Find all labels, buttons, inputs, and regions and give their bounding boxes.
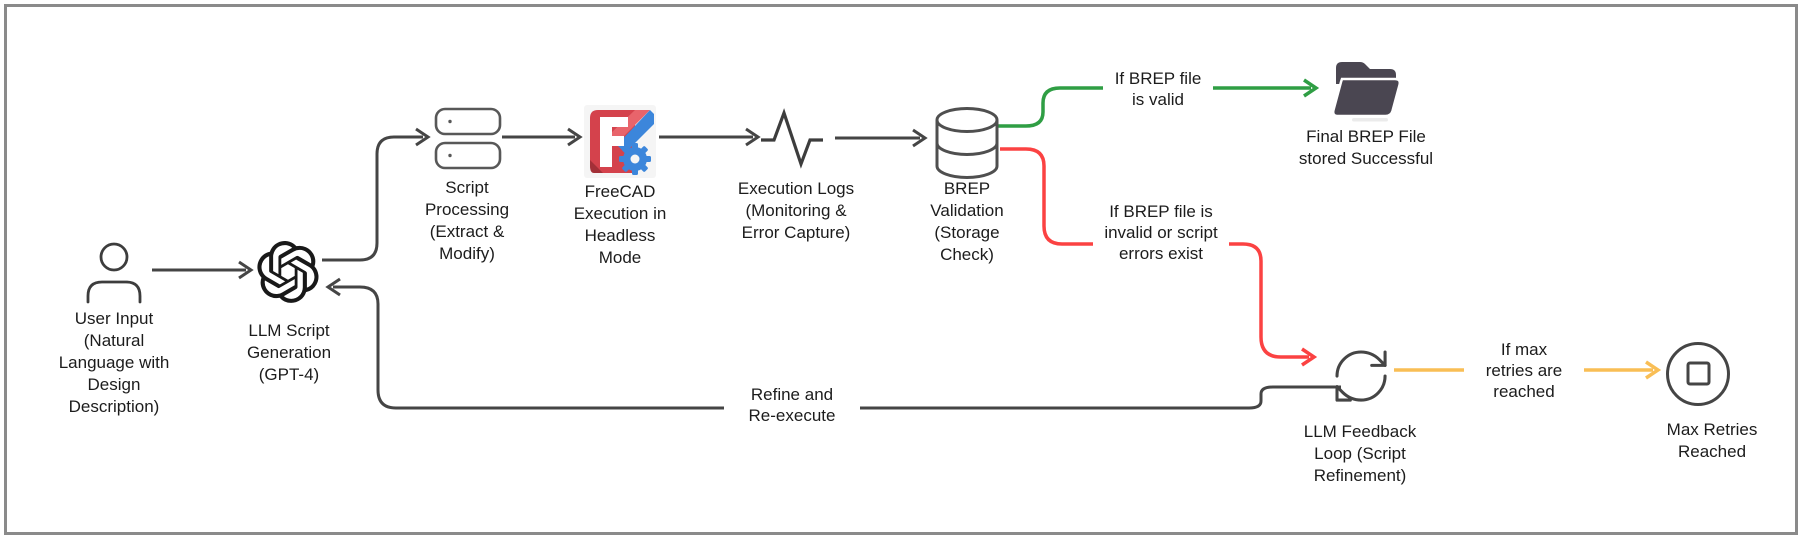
edge-script-to-freecad xyxy=(502,127,583,147)
openai-logo-icon xyxy=(257,241,319,303)
execution-logs-label: Execution Logs (Monitoring & Error Captu… xyxy=(737,179,855,242)
final-file-label: Final BREP File stored Successful xyxy=(1298,127,1434,168)
user-input-label: User Input (Natural Language with Design… xyxy=(58,309,170,416)
condition-max-retries-label: If max retries are reached xyxy=(1464,339,1584,402)
diagram-border xyxy=(4,4,1798,535)
edge-brep-valid-green xyxy=(998,78,1320,128)
freecad-logo-icon xyxy=(584,105,656,178)
brep-validation-label: BREP Validation (Storage Check) xyxy=(930,179,1004,264)
edge-user-to-llm xyxy=(152,260,254,280)
edge-logs-to-brep xyxy=(835,128,928,148)
refine-reexecute-label: Refine and Re-execute xyxy=(724,384,860,426)
condition-invalid-label: If BREP file is invalid or script errors… xyxy=(1093,201,1229,264)
freecad-label: FreeCAD Execution in Headless Mode xyxy=(573,182,667,267)
refresh-loop-icon xyxy=(1335,350,1387,402)
edge-llm-to-script xyxy=(322,127,431,262)
person-icon xyxy=(86,242,142,304)
pulse-icon xyxy=(761,108,823,169)
edge-freecad-to-logs xyxy=(659,127,761,147)
server-stack-icon xyxy=(434,107,502,170)
folder-icon xyxy=(1331,62,1402,122)
llm-label: LLM Script Generation (GPT-4) xyxy=(246,321,332,384)
feedback-loop-label: LLM Feedback Loop (Script Refinement) xyxy=(1303,422,1417,485)
stop-circle-icon xyxy=(1666,342,1730,406)
database-icon xyxy=(935,107,999,179)
script-processing-label: Script Processing (Extract & Modify) xyxy=(424,178,510,263)
max-retries-label: Max Retries Reached xyxy=(1666,420,1758,461)
condition-valid-label: If BREP file is valid xyxy=(1103,68,1213,110)
